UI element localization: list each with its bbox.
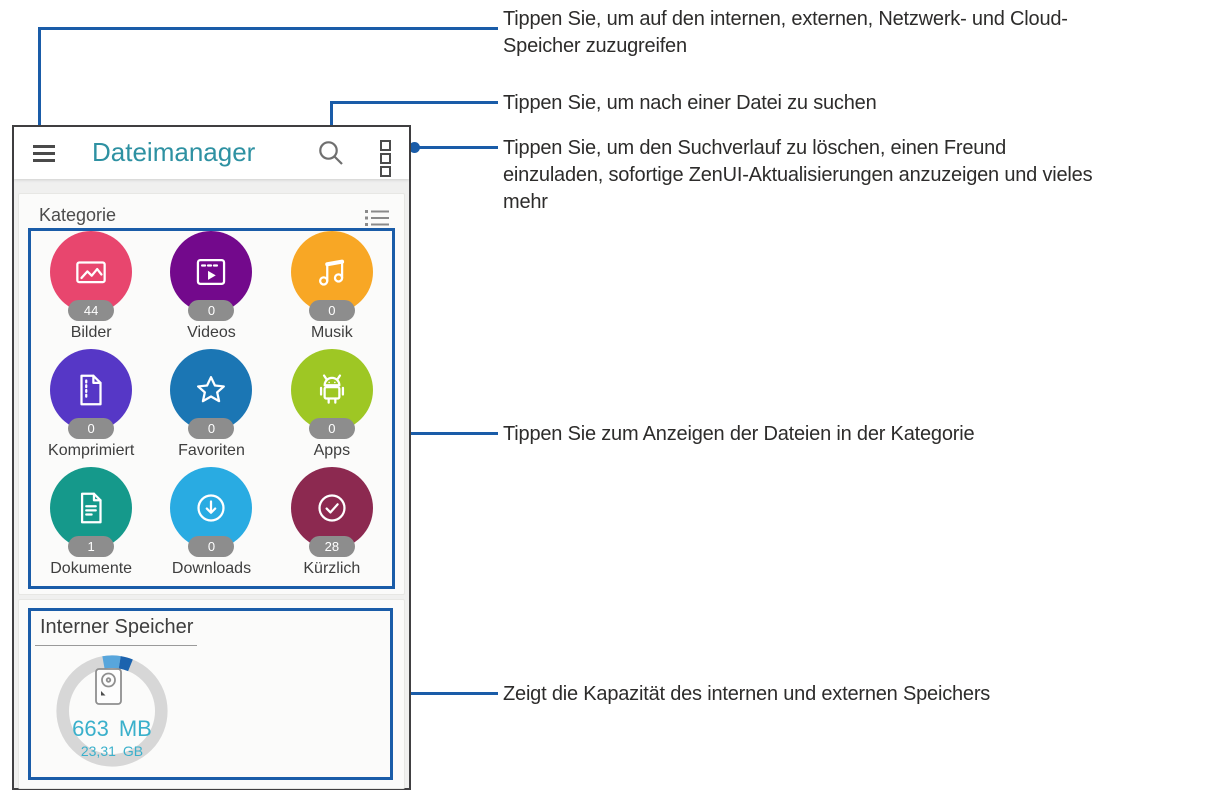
category-circle[interactable] (290, 467, 373, 549)
category-section-title: Kategorie (39, 205, 117, 225)
app-header: Dateimanager (14, 127, 409, 179)
callout-line-category (392, 432, 498, 435)
category-label: Videos (187, 324, 236, 341)
category-card: Kategorie 44 Bilder 0 Videos 0 Musik (18, 193, 405, 595)
callout-text-category: Tippen Sie zum Anzeigen der Dateien in d… (503, 423, 975, 445)
callout-text-search: Tippen Sie, um nach einer Datei zu suche… (503, 92, 877, 114)
category-label: Favoriten (178, 442, 245, 459)
category-label: Bilder (70, 324, 112, 341)
category-highlight-box: 44 Bilder 0 Videos 0 Musik 0 Komprimiert… (28, 228, 395, 589)
hamburger-menu-icon[interactable] (33, 145, 55, 162)
overflow-menu-icon[interactable] (380, 140, 392, 179)
callout-text-drawer: Tippen Sie, um auf den internen, externe… (503, 8, 1068, 57)
hard-drive-icon (95, 668, 122, 705)
category-item-kürzlich[interactable]: 28 Kürzlich (272, 467, 392, 585)
category-label: Musik (310, 324, 353, 341)
category-item-favoriten[interactable]: 0 Favoriten (151, 349, 271, 467)
zip-file-icon (80, 374, 102, 406)
category-item-musik[interactable]: 0 Musik (272, 231, 392, 349)
callout-dot-more (409, 142, 420, 153)
callout-line-search-vertical (330, 101, 333, 129)
category-label: Komprimiert (48, 442, 135, 459)
category-item-bilder[interactable]: 44 Bilder (31, 231, 151, 349)
list-view-icon[interactable] (365, 209, 389, 227)
callout-line-more (412, 146, 498, 149)
category-count-badge: 0 (308, 418, 355, 439)
search-icon[interactable] (317, 139, 345, 167)
category-item-dokumente[interactable]: 1 Dokumente (31, 467, 151, 585)
callout-line-storage (392, 692, 498, 695)
callout-line-drawer-vertical (38, 27, 41, 134)
category-item-komprimiert[interactable]: 0 Komprimiert (31, 349, 151, 467)
category-label: Downloads (171, 560, 252, 577)
category-count-badge: 1 (68, 536, 115, 557)
callout-line-search (330, 101, 498, 104)
images-icon (76, 261, 106, 284)
android-icon (319, 374, 344, 404)
category-count-badge: 0 (188, 418, 235, 439)
category-circle[interactable] (50, 231, 133, 313)
category-grid: 44 Bilder 0 Videos 0 Musik 0 Komprimiert… (31, 231, 392, 586)
callout-line-drawer (38, 27, 498, 30)
check-circle-icon (318, 494, 346, 522)
category-item-videos[interactable]: 0 Videos (151, 231, 271, 349)
category-circle[interactable] (50, 467, 133, 549)
category-count-badge: 0 (68, 418, 115, 439)
category-count-badge: 28 (308, 536, 355, 557)
star-icon (197, 376, 226, 403)
category-circle[interactable] (170, 349, 253, 431)
callout-text-storage: Zeigt die Kapazität des internen und ext… (503, 683, 991, 705)
callout-text-more: Tippen Sie, um den Suchverlauf zu lösche… (503, 137, 1093, 213)
category-count-badge: 0 (308, 300, 355, 321)
category-circle[interactable] (170, 467, 253, 549)
category-count-badge: 0 (188, 300, 235, 321)
category-circle[interactable] (290, 231, 373, 313)
category-item-downloads[interactable]: 0 Downloads (151, 467, 271, 585)
category-circle[interactable] (290, 349, 373, 431)
category-label: Kürzlich (303, 560, 361, 577)
category-circle[interactable] (50, 349, 133, 431)
music-icon (318, 259, 344, 286)
document-icon (81, 492, 102, 524)
storage-section-title: Interner Speicher (40, 616, 194, 638)
category-item-apps[interactable]: 0 Apps (272, 349, 392, 467)
category-count-badge: 44 (68, 300, 115, 321)
category-circle[interactable] (170, 231, 253, 313)
category-count-badge: 0 (188, 536, 235, 557)
category-label: Dokumente (50, 560, 133, 577)
category-label: Apps (313, 442, 351, 459)
storage-title-underline (35, 645, 197, 646)
download-icon (197, 494, 226, 522)
video-icon (197, 258, 226, 286)
phone-screenshot-frame: Dateimanager Kategorie (12, 125, 411, 790)
app-title: Dateimanager (92, 137, 256, 167)
